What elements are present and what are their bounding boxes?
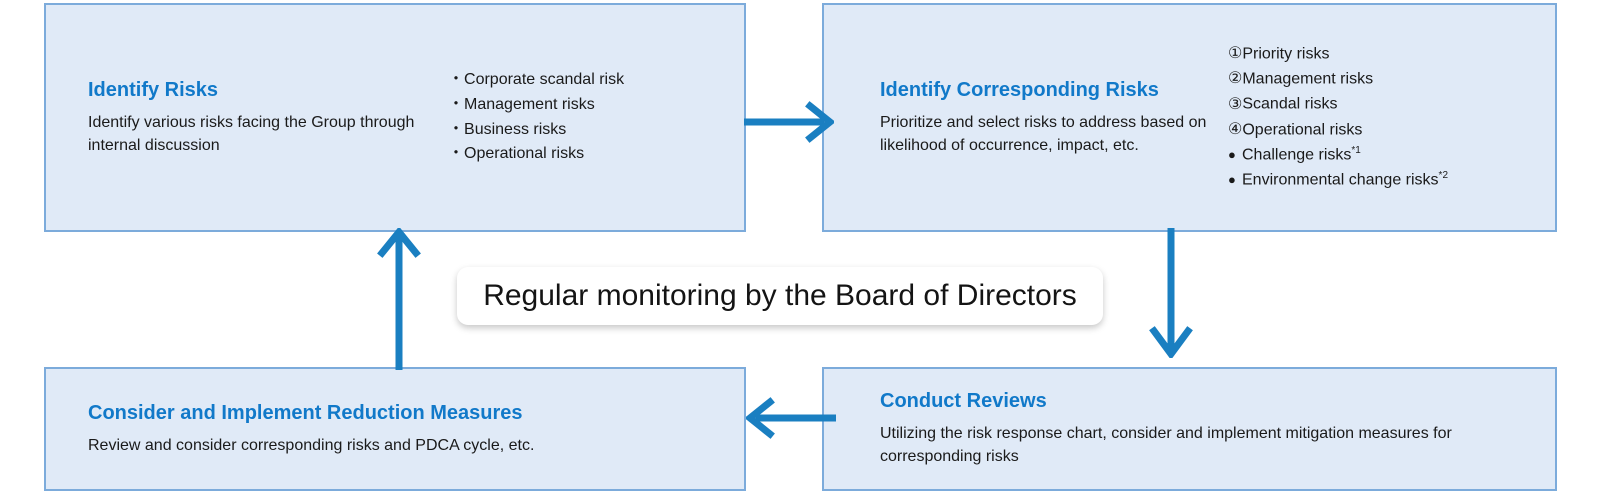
list-item-label: Management risks [1242,70,1374,88]
filled-circle-icon: ● [1228,172,1236,188]
filled-circle-icon: ● [1228,147,1236,163]
circled-number-1-icon: ① [1228,44,1243,62]
box-title-conduct-reviews: Conduct Reviews [880,390,1047,413]
bullet-dot-icon: ・ [448,145,465,163]
list-item: ①Priority risks [1228,42,1448,67]
footnote-marker: *1 [1351,144,1361,156]
box-description-conduct-reviews: Utilizing the risk response chart, consi… [880,425,1452,465]
list-item-label: Management risks [464,95,595,113]
box-text-column: Conduct Reviews Utilizing the risk respo… [824,389,1520,468]
arrow-left-icon [746,397,836,439]
process-box-identify-corresponding-risks: Identify Corresponding Risks Prioritize … [822,3,1557,232]
box-description-identify-corresponding-risks: Prioritize and select risks to address b… [880,113,1207,154]
process-box-identify-risks: Identify Risks Identify various risks fa… [44,3,746,232]
box-description-reduction-measures: Review and consider corresponding risks … [88,436,535,454]
arrow-up-icon [377,228,421,370]
list-item-label: Corporate scandal risk [464,70,625,88]
box-list-column: ①Priority risks ②Management risks ③Scand… [1228,42,1448,194]
list-item: ・Corporate scandal risk [448,68,624,93]
circled-number-4-icon: ④ [1228,120,1243,138]
bullet-dot-icon: ・ [448,70,465,88]
list-item: ● Environmental change risks*2 [1228,168,1448,193]
bullet-dot-icon: ・ [448,95,465,113]
list-item: ・Business risks [448,118,624,143]
monitoring-banner: Regular monitoring by the Board of Direc… [457,267,1103,325]
footnote-marker: *2 [1438,170,1448,182]
risk-item-list-corresponding-risks: ①Priority risks ②Management risks ③Scand… [1228,42,1448,194]
box-text-column: Identify Corresponding Risks Prioritize … [824,42,1228,194]
list-item-label: Scandal risks [1242,95,1338,113]
process-box-reduction-measures: Consider and Implement Reduction Measure… [44,367,746,491]
box-text-column: Identify Risks Identify various risks fa… [46,68,448,168]
list-item-label: Priority risks [1242,44,1330,62]
arrow-right-icon [744,101,834,143]
box-content: Consider and Implement Reduction Measure… [46,401,744,458]
list-item: ②Management risks [1228,67,1448,92]
list-item: ● Challenge risks*1 [1228,143,1448,168]
box-text-column: Consider and Implement Reduction Measure… [46,401,744,458]
list-item-label: Environmental change risks [1242,171,1439,189]
circled-number-3-icon: ③ [1228,95,1243,113]
monitoring-banner-label: Regular monitoring by the Board of Direc… [483,279,1077,312]
list-item: ④Operational risks [1228,118,1448,143]
box-content: Identify Risks Identify various risks fa… [46,68,744,168]
box-title-identify-risks: Identify Risks [88,78,219,101]
process-box-conduct-reviews: Conduct Reviews Utilizing the risk respo… [822,367,1557,491]
list-item-label: Challenge risks [1242,146,1352,164]
box-list-column: ・Corporate scandal risk ・Management risk… [448,68,624,168]
arrow-down-icon [1149,228,1193,358]
box-content: Conduct Reviews Utilizing the risk respo… [824,389,1555,468]
box-description-identify-risks: Identify various risks facing the Group … [88,113,415,154]
circled-number-2-icon: ② [1228,70,1243,88]
list-item-label: Business risks [464,120,567,138]
box-title-reduction-measures: Consider and Implement Reduction Measure… [88,401,523,424]
risk-item-list-identify-risks: ・Corporate scandal risk ・Management risk… [448,68,624,168]
list-item: ・Operational risks [448,142,624,167]
list-item-label: Operational risks [1242,120,1363,138]
box-content: Identify Corresponding Risks Prioritize … [824,42,1555,194]
list-item-label: Operational risks [464,145,585,163]
list-item: ③Scandal risks [1228,92,1448,117]
list-item: ・Management risks [448,93,624,118]
box-title-identify-corresponding-risks: Identify Corresponding Risks [880,78,1159,101]
bullet-dot-icon: ・ [448,120,465,138]
